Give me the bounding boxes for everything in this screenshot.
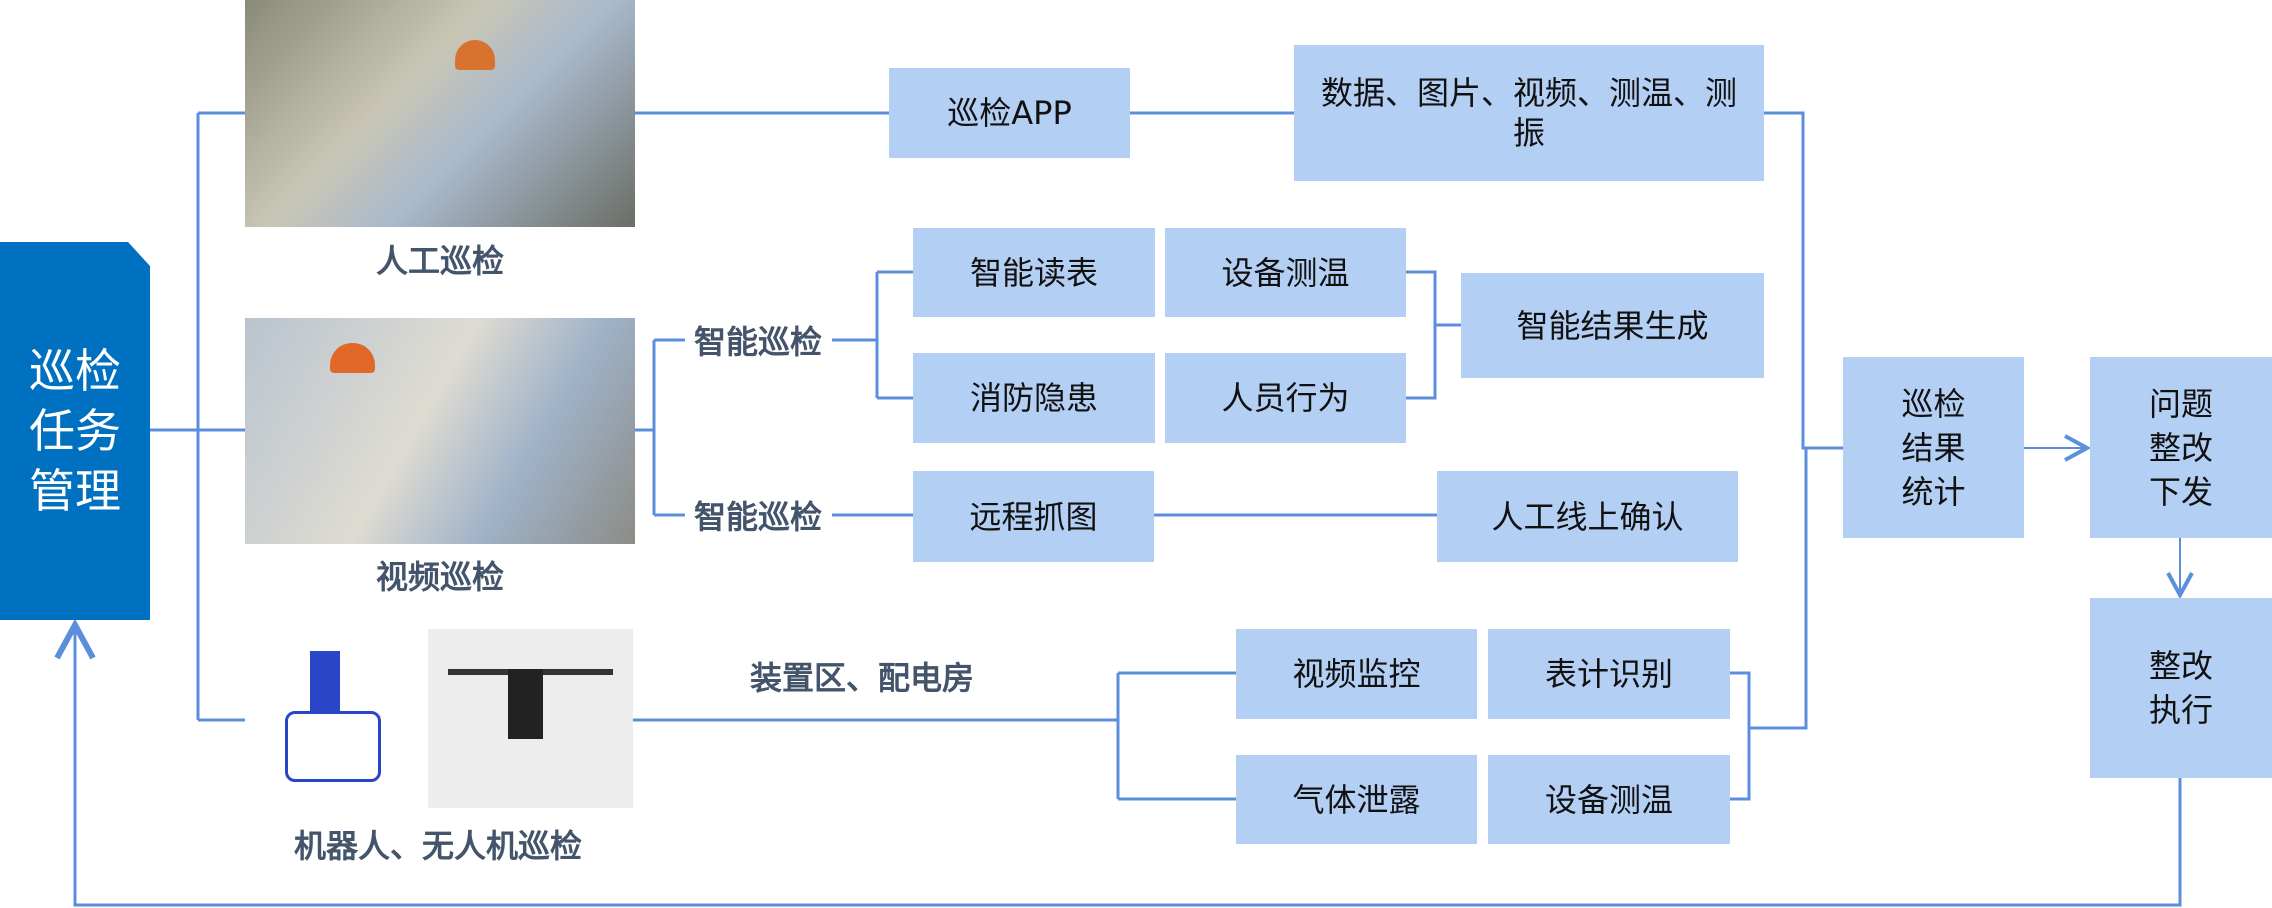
smart-meter-reading-box: 智能读表 (913, 228, 1155, 317)
issue-rectification-dispatch-box: 问题 整改 下发 (2090, 357, 2272, 538)
gas-leak-box: 气体泄露 (1236, 755, 1477, 844)
robot-photo (245, 631, 413, 808)
meter-recognition-box: 表计识别 (1488, 629, 1730, 719)
video-inspection-photo (245, 318, 635, 544)
rectification-execution-box: 整改 执行 (2090, 598, 2272, 778)
inspection-task-management: 巡检 任务 管理 (0, 242, 150, 620)
smart-inspection-label-1: 智能巡检 (693, 323, 823, 361)
inspection-result-stats-box: 巡检 结果 统计 (1843, 357, 2024, 538)
smart-inspection-label-2: 智能巡检 (693, 498, 823, 536)
video-inspection-label: 视频巡检 (375, 558, 505, 596)
data-types-box: 数据、图片、视频、测温、测振 (1294, 45, 1764, 181)
area-label: 装置区、配电房 (749, 659, 975, 697)
robot-body-icon (285, 711, 381, 782)
fire-hazard-box: 消防隐患 (913, 353, 1155, 443)
manual-online-confirm-box: 人工线上确认 (1437, 471, 1738, 562)
equipment-temp-box-2: 设备测温 (1488, 755, 1730, 844)
manual-inspection-label: 人工巡检 (375, 242, 505, 280)
helmet-icon (455, 40, 495, 70)
personnel-behavior-box: 人员行为 (1165, 353, 1406, 443)
inspection-app-box: 巡检APP (889, 68, 1130, 158)
root-label: 巡检 任务 管理 (29, 344, 121, 518)
robot-mast-icon (310, 651, 340, 711)
remote-capture-box: 远程抓图 (913, 471, 1154, 562)
video-monitoring-box: 视频监控 (1236, 629, 1477, 719)
smart-result-generation-box: 智能结果生成 (1461, 273, 1764, 378)
drone-body-icon (508, 669, 543, 739)
helmet-icon (330, 343, 375, 373)
manual-inspection-photo (245, 0, 635, 227)
drone-photo (428, 629, 633, 808)
equipment-temp-box: 设备测温 (1165, 228, 1406, 317)
robot-drone-inspection-label: 机器人、无人机巡检 (293, 827, 583, 865)
